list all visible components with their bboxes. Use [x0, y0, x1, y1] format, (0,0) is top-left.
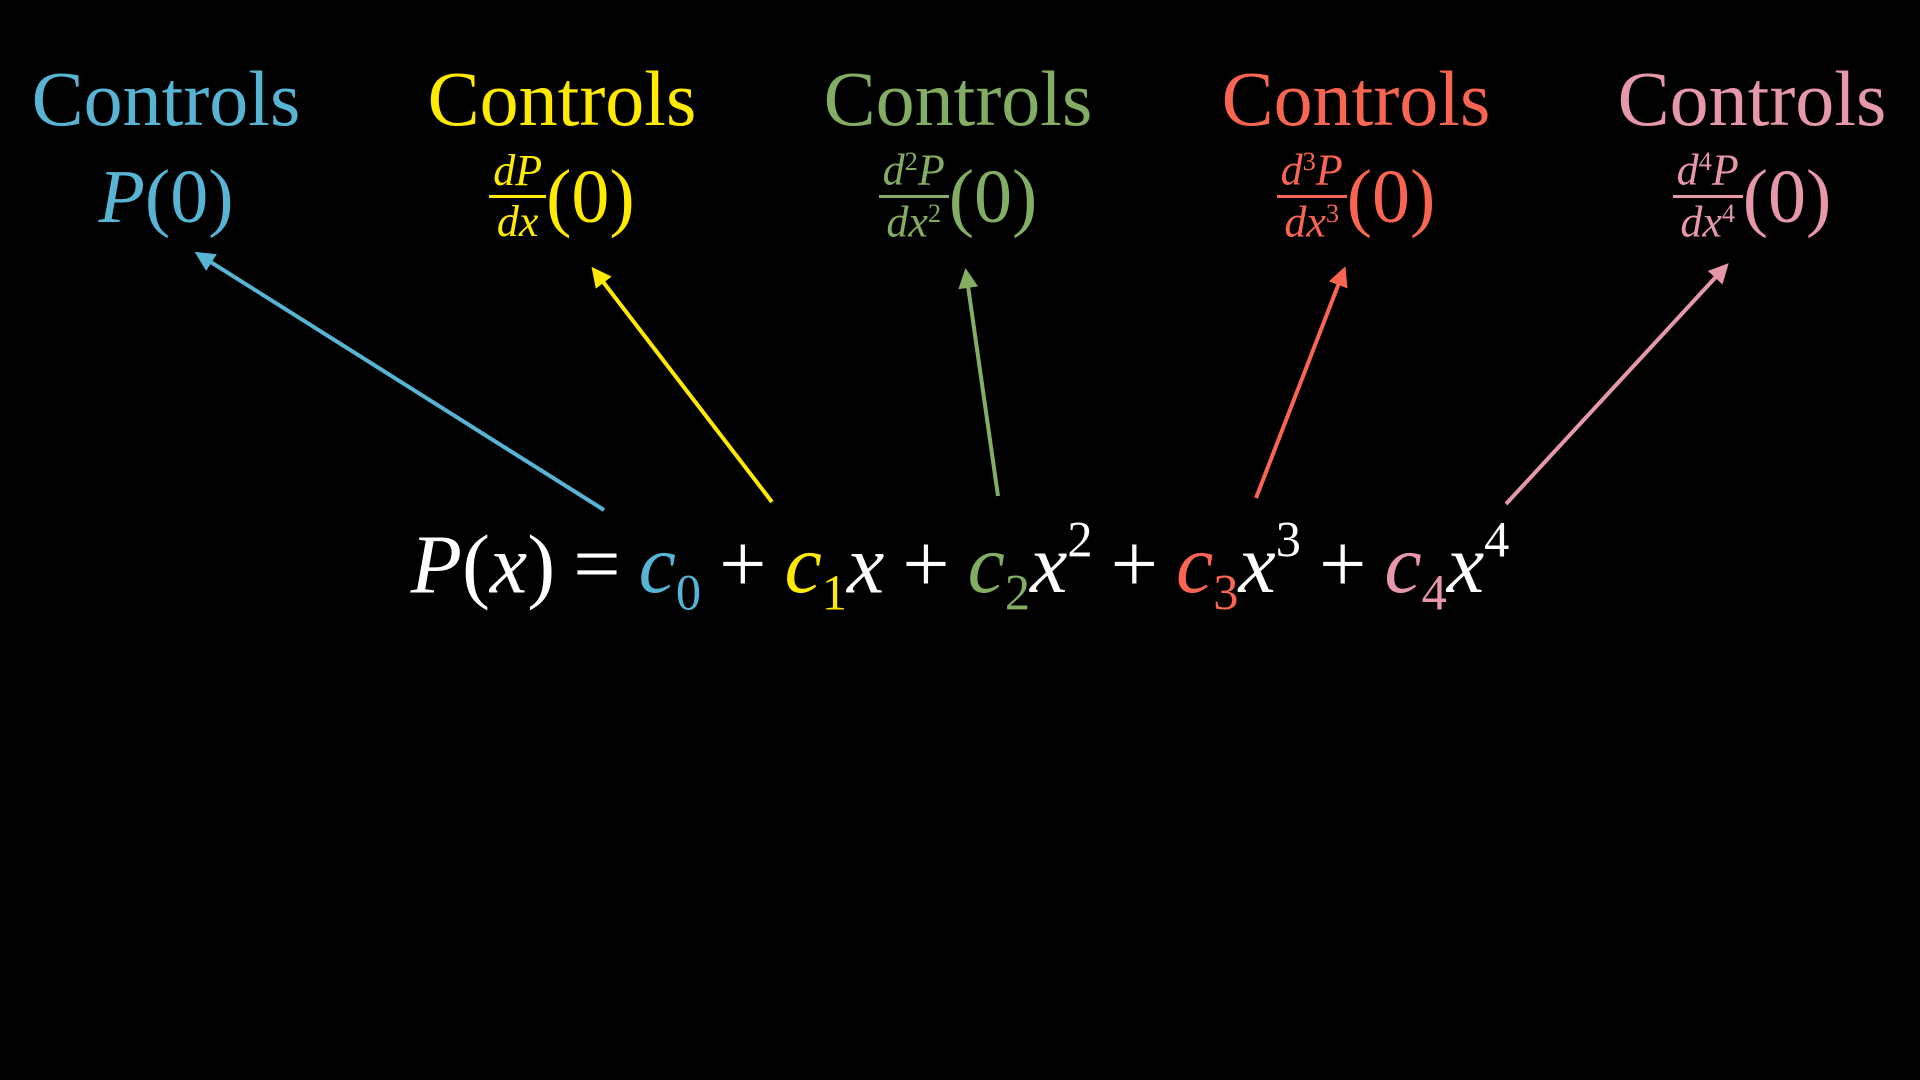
arrow-c1 — [591, 266, 774, 504]
label-c1: Controls dP dx (0) — [402, 60, 722, 246]
arrow-c2 — [958, 268, 1000, 497]
eq-plus-4: + — [1319, 518, 1367, 612]
label-c3-arg: (0) — [1346, 154, 1436, 239]
term-c4: c4 — [1384, 518, 1447, 621]
eq-lhs-func: P — [410, 518, 462, 612]
term-c2: c2 — [967, 518, 1031, 621]
label-c2: Controls d2P dx2 (0) — [798, 60, 1118, 246]
label-c1-math: dP dx (0) — [402, 146, 722, 246]
label-c4-numerator: d4P — [1672, 148, 1743, 198]
eq-lhs-open: ( — [461, 518, 490, 612]
eq-plus-3: + — [1110, 518, 1158, 612]
term-x2: x2 — [1030, 512, 1093, 612]
label-c1-denominator: dx — [496, 197, 539, 246]
label-c0: Controls P(0) — [6, 60, 326, 246]
polynomial-equation: P(x)=c0+c1x+c2x2+c3x3+c4x4 — [0, 490, 1920, 643]
term-c3: c3 — [1176, 518, 1239, 621]
arrow-c4 — [1504, 263, 1729, 506]
term-c1: c1 — [784, 518, 847, 621]
label-c0-math: P(0) — [6, 146, 326, 246]
label-c2-numerator: d2P — [878, 148, 949, 198]
label-c1-word: Controls — [427, 55, 697, 142]
arrow-c0 — [194, 251, 606, 512]
label-c4-fraction: d4P dx4 — [1672, 148, 1743, 247]
label-c4-word: Controls — [1617, 55, 1887, 142]
label-c4-math: d4P dx4 (0) — [1592, 146, 1912, 246]
label-c3: Controls d3P dx3 (0) — [1196, 60, 1516, 246]
eq-lhs-close: ) — [527, 518, 556, 612]
eq-plus-2: + — [902, 518, 950, 612]
eq-plus-1: + — [719, 518, 767, 612]
label-c3-numerator: d3P — [1276, 148, 1347, 198]
label-c2-denominator: dx2 — [886, 197, 942, 247]
label-c3-fraction: d3P dx3 — [1276, 148, 1347, 247]
label-c2-fraction: d2P dx2 — [878, 148, 949, 247]
label-c2-arg: (0) — [948, 154, 1038, 239]
label-c0-word: Controls — [31, 55, 301, 142]
label-c3-math: d3P dx3 (0) — [1196, 146, 1516, 246]
arrow-c3 — [1254, 266, 1348, 499]
label-c0-func: P — [98, 154, 145, 239]
label-c3-word: Controls — [1221, 55, 1491, 142]
term-x4: x4 — [1446, 512, 1510, 612]
label-c1-fraction: dP dx — [489, 149, 547, 246]
label-c3-denominator: dx3 — [1284, 197, 1340, 247]
eq-lhs-var: x — [489, 518, 528, 612]
label-c2-word: Controls — [823, 55, 1093, 142]
term-c0: c0 — [638, 518, 702, 621]
label-c1-arg: (0) — [546, 154, 635, 239]
label-c4-denominator: dx4 — [1680, 197, 1736, 247]
term-x3: x3 — [1238, 512, 1302, 612]
label-c0-arg: (0) — [144, 154, 234, 239]
term-x1: x — [846, 518, 885, 612]
label-c1-numerator: dP — [489, 149, 547, 198]
label-c4: Controls d4P dx4 (0) — [1592, 60, 1912, 246]
label-c2-math: d2P dx2 (0) — [798, 146, 1118, 246]
eq-equals: = — [573, 518, 621, 612]
label-c4-arg: (0) — [1742, 154, 1832, 239]
